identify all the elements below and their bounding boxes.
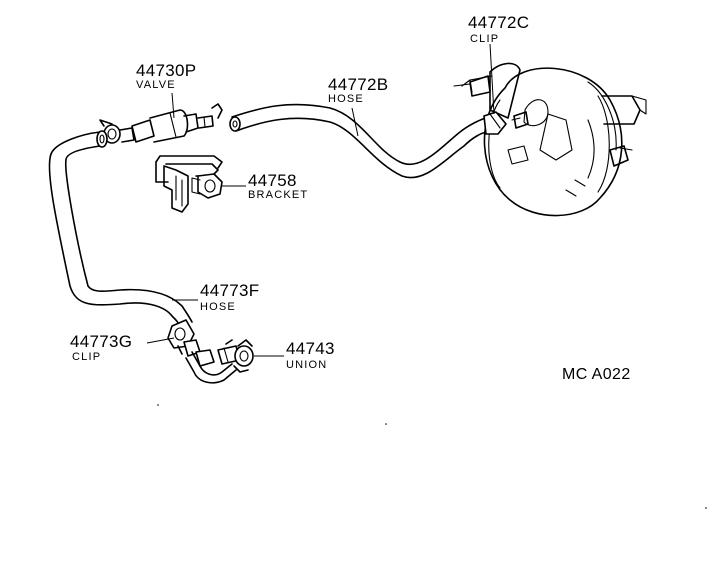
part-number-clip-c: 44772C — [468, 13, 529, 32]
check-valve-drawing — [131, 103, 223, 143]
part-label-union: 44743 UNION — [286, 339, 335, 371]
bracket-44758-drawing — [155, 155, 223, 213]
part-name-hose-b: HOSE — [328, 93, 364, 105]
diagram-code: MC A022 — [562, 366, 631, 383]
part-label-valve: 44730P VALVE — [136, 61, 196, 91]
part-label-hose-b: 44772B HOSE — [328, 75, 388, 105]
part-number-valve: 44730P — [136, 61, 196, 80]
leader-lines — [146, 43, 495, 357]
part-label-bracket: 44758 BRACKET — [248, 171, 308, 201]
hose-44772b-drawing — [229, 103, 507, 179]
part-name-bracket: BRACKET — [248, 189, 308, 201]
brake-booster-drawing — [453, 62, 647, 217]
part-number-hose-f: 44773F — [200, 281, 259, 300]
part-number-union: 44743 — [286, 339, 335, 358]
part-name-clip-c: CLIP — [470, 33, 499, 45]
hose-44773f-drawing — [48, 130, 193, 327]
part-number-clip-g: 44773G — [70, 332, 132, 351]
part-name-hose-f: HOSE — [200, 301, 236, 313]
part-name-union: UNION — [286, 359, 327, 371]
part-number-hose-b: 44772B — [328, 75, 388, 94]
part-label-clip-g: 44773G CLIP — [70, 332, 132, 363]
scan-specks — [157, 404, 707, 509]
part-label-hose-f: 44773F HOSE — [200, 281, 259, 313]
part-number-bracket: 44758 — [248, 171, 297, 190]
part-name-valve: VALVE — [136, 79, 176, 91]
union-assembly-drawing — [167, 319, 254, 384]
part-label-clip-c: 44772C CLIP — [468, 13, 529, 45]
part-name-clip-g: CLIP — [72, 351, 101, 363]
